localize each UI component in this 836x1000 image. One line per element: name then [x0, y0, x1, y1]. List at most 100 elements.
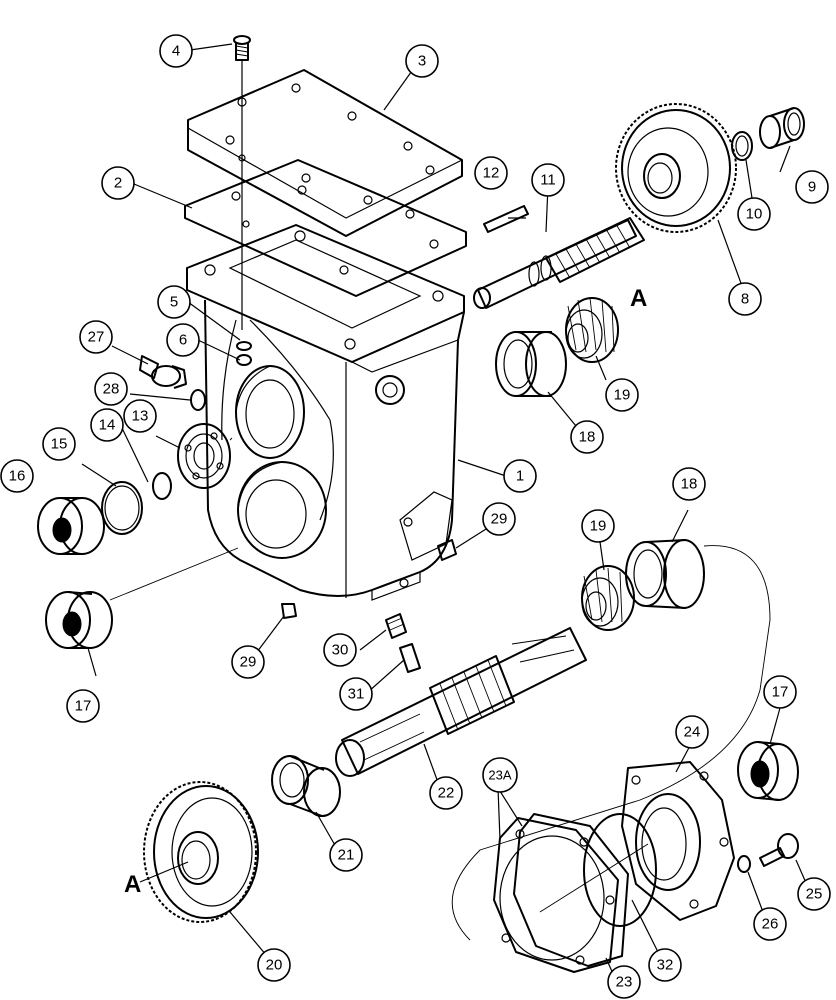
- callout-label: 29: [240, 654, 257, 671]
- callout-label: 21: [338, 847, 355, 864]
- callout: 22: [429, 776, 463, 810]
- gearbox-housing: [186, 224, 465, 601]
- bearing-cup: [271, 755, 341, 817]
- upper-gear: [615, 103, 737, 233]
- output-gear: [143, 781, 259, 923]
- callout: 17: [66, 689, 100, 723]
- callout: 18: [672, 467, 706, 501]
- snap-ring: [731, 131, 753, 161]
- callout: 16: [0, 459, 34, 493]
- callout-label: 19: [614, 387, 631, 404]
- callout: 11: [531, 163, 565, 197]
- callout-label: 28: [103, 381, 120, 398]
- callout: 8: [728, 282, 762, 316]
- callout: 12: [474, 156, 508, 190]
- callout-label: 9: [808, 179, 816, 196]
- callout-label: 20: [266, 957, 283, 974]
- callout: 27: [79, 320, 113, 354]
- seal-housing: [621, 761, 735, 921]
- callout: 5: [157, 285, 191, 319]
- callout-label: 22: [438, 785, 455, 802]
- callout: 31: [339, 677, 373, 711]
- callout-label: 32: [657, 957, 674, 974]
- callout-label: 25: [806, 886, 823, 903]
- callout: 23: [607, 965, 641, 999]
- callout-label: 30: [332, 642, 349, 659]
- callout: 30: [323, 633, 357, 667]
- output-shaft: [335, 627, 587, 777]
- callout: 32: [648, 948, 682, 982]
- retaining-ring: [152, 472, 172, 500]
- lower-oil-seal: [45, 591, 113, 649]
- upper-bearing-cone: [565, 297, 619, 363]
- callout-label: 8: [741, 291, 749, 308]
- callout: 4: [159, 34, 193, 68]
- callout-label: 18: [579, 429, 596, 446]
- upper-oil-seal: [737, 741, 799, 801]
- callout: 1: [503, 459, 537, 493]
- callout-label: 14: [99, 417, 116, 434]
- callout: 13: [123, 399, 157, 433]
- callout-label: 17: [772, 684, 789, 701]
- callout-label: 1: [516, 468, 524, 485]
- cap-screw: [759, 833, 799, 867]
- callout-label: 13: [132, 408, 149, 425]
- callout-label: 4: [172, 43, 180, 60]
- callout-label: 12: [483, 165, 500, 182]
- callout: 3: [405, 44, 439, 78]
- callout: 19: [605, 378, 639, 412]
- callout-label: 18: [681, 476, 698, 493]
- cover-screw: [233, 35, 251, 330]
- lower-bearing-cup: [625, 539, 705, 609]
- callout-label: 5: [170, 294, 178, 311]
- fitting: [385, 613, 407, 639]
- callout: 20: [257, 948, 291, 982]
- lock-washer: [737, 855, 751, 873]
- gasket-23a: [493, 817, 619, 973]
- callout-label: 29: [491, 511, 508, 528]
- o-ring: [190, 389, 206, 411]
- gasket: [513, 813, 629, 967]
- callout: 6: [166, 323, 200, 357]
- large-retaining-ring: [101, 481, 143, 535]
- callout: 10: [737, 197, 771, 231]
- callout-label: 15: [51, 436, 68, 453]
- lower-bearing-cone: [581, 565, 635, 631]
- callout-label: 31: [348, 686, 365, 703]
- callout-label: 26: [762, 916, 779, 933]
- callout: 23A: [482, 757, 518, 793]
- callout-label: 23: [616, 974, 633, 991]
- callout-label: 23A: [488, 768, 511, 783]
- callout-label: 11: [540, 172, 556, 189]
- callout-label: 24: [684, 724, 701, 741]
- callout-label: 2: [114, 175, 122, 192]
- callout: 26: [753, 907, 787, 941]
- callout: 24: [675, 715, 709, 749]
- ball-bearing: [177, 423, 231, 489]
- plug: [236, 341, 252, 366]
- top-cover-plate: [187, 69, 463, 237]
- callout-label: 3: [418, 53, 426, 70]
- callout-label: 17: [75, 698, 92, 715]
- gasket: [184, 159, 467, 297]
- shaft-key: [483, 205, 529, 233]
- upper-bearing-cup: [495, 331, 567, 397]
- leader-lines: [81, 43, 811, 995]
- callout-label: 16: [9, 468, 26, 485]
- bushing: [759, 107, 805, 149]
- callout: 15: [42, 427, 76, 461]
- callout-label: 19: [590, 518, 607, 535]
- callout: 29: [482, 502, 516, 536]
- callout-label: 27: [88, 329, 105, 346]
- callout: 9: [795, 170, 829, 204]
- callout: 25: [797, 877, 831, 911]
- upper-shaft: [473, 217, 645, 309]
- callout: 17: [763, 675, 797, 709]
- callout: 18: [570, 420, 604, 454]
- callout: 19: [581, 509, 615, 543]
- callout: 29: [231, 645, 265, 679]
- callout: 14: [90, 408, 124, 442]
- callout-label: 6: [179, 332, 187, 349]
- callout-label: 10: [746, 206, 763, 223]
